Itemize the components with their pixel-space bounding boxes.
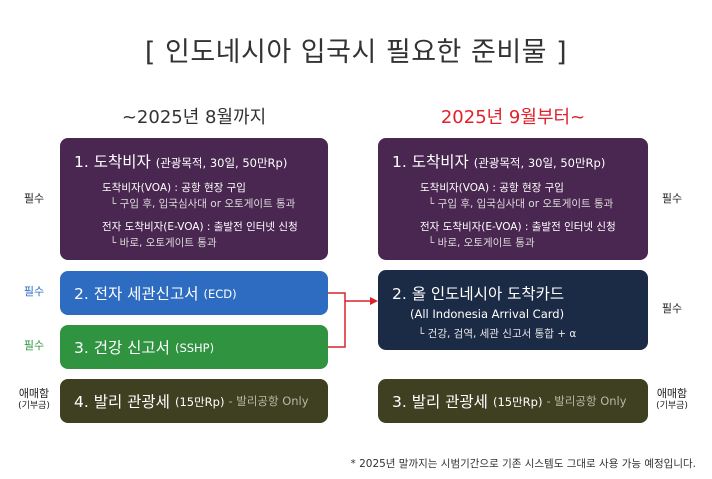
connector-arrowhead <box>370 297 378 305</box>
left-voa-sub: └ 구입 후, 입국심사대 or 오토게이트 통과 <box>110 198 296 210</box>
right-arrival-english: (All Indonesia Arrival Card) <box>410 307 565 321</box>
right-visa-detail: (관광목적, 30일, 50만Rp) <box>473 156 606 170</box>
ecd-connector <box>328 292 372 302</box>
right-tax-title: 3. 발리 관광세 <box>392 393 488 411</box>
right-visa-box: 1. 도착비자 (관광목적, 30일, 50만Rp) 도착비자(VOA) : 공… <box>378 138 648 260</box>
left-ecd-title: 2. 전자 세관신고서 <box>74 285 199 303</box>
right-visa-title: 1. 도착비자 <box>392 153 469 171</box>
footnote: * 2025년 말까지는 시범기간으로 기존 시스템도 그대로 사용 가능 예정… <box>350 458 697 470</box>
left-donation-text: (기부금) <box>18 400 50 411</box>
right-arrival-sub: └ 건강, 검역, 세관 신고서 통합 + α <box>418 328 577 340</box>
left-sshp-detail: (SSHP) <box>174 341 215 355</box>
right-arrival-required-label: 필수 <box>661 302 683 315</box>
left-visa-box: 1. 도착비자 (관광목적, 30일, 50만Rp) 도착비자(VOA) : 공… <box>60 138 328 260</box>
left-evoa-line: 전자 도착비자(E-VOA) : 출발전 인터넷 신청 <box>102 221 298 233</box>
left-ambiguous-text: 애매함 <box>18 387 50 400</box>
left-tax-optional-label: 애매함 (기부금) <box>12 387 56 411</box>
right-visa-required-label: 필수 <box>661 192 683 205</box>
left-visa-title: 1. 도착비자 <box>74 153 151 171</box>
right-column-heading: 2025년 9월부터~ <box>440 107 586 128</box>
left-voa-line: 도착비자(VOA) : 공항 현장 구입 <box>102 182 246 194</box>
left-ecd-required-label: 필수 <box>23 285 45 298</box>
left-sshp-title: 3. 건강 신고서 <box>74 339 170 357</box>
right-tax-note: - 발리공항 Only <box>546 394 627 408</box>
left-evoa-sub: └ 바로, 오토게이트 통과 <box>110 237 217 249</box>
left-tax-box: 4. 발리 관광세 (15만Rp) - 발리공항 Only <box>60 379 328 423</box>
right-tax-optional-label: 애매함 (기부금) <box>650 387 694 411</box>
left-ecd-box: 2. 전자 세관신고서 (ECD) <box>60 271 328 315</box>
right-arrival-title: 2. 올 인도네시아 도착카드 <box>392 285 565 303</box>
left-sshp-required-label: 필수 <box>23 339 45 352</box>
left-tax-note: - 발리공항 Only <box>228 394 309 408</box>
left-ecd-detail: (ECD) <box>203 287 237 301</box>
right-evoa-line: 전자 도착비자(E-VOA) : 출발전 인터넷 신청 <box>420 221 616 233</box>
right-evoa-sub: └ 바로, 오토게이트 통과 <box>428 237 535 249</box>
left-tax-detail: (15만Rp) <box>174 395 225 409</box>
right-voa-line: 도착비자(VOA) : 공항 현장 구입 <box>420 182 564 194</box>
sshp-connector <box>328 301 346 348</box>
right-ambiguous-text: 애매함 <box>656 387 688 400</box>
left-sshp-box: 3. 건강 신고서 (SSHP) <box>60 325 328 369</box>
page-title: [ 인도네시아 입국시 필요한 준비물 ] <box>144 37 568 68</box>
left-tax-title: 4. 발리 관광세 <box>74 393 170 411</box>
right-voa-sub: └ 구입 후, 입국심사대 or 오토게이트 통과 <box>428 198 614 210</box>
right-tax-box: 3. 발리 관광세 (15만Rp) - 발리공항 Only <box>378 379 648 423</box>
right-donation-text: (기부금) <box>656 400 688 411</box>
left-visa-required-label: 필수 <box>23 192 45 205</box>
right-arrival-card-box: 2. 올 인도네시아 도착카드 (All Indonesia Arrival C… <box>378 270 648 350</box>
left-column-heading: ~2025년 8월까지 <box>121 107 267 128</box>
right-tax-detail: (15만Rp) <box>492 395 543 409</box>
left-visa-detail: (관광목적, 30일, 50만Rp) <box>155 156 288 170</box>
